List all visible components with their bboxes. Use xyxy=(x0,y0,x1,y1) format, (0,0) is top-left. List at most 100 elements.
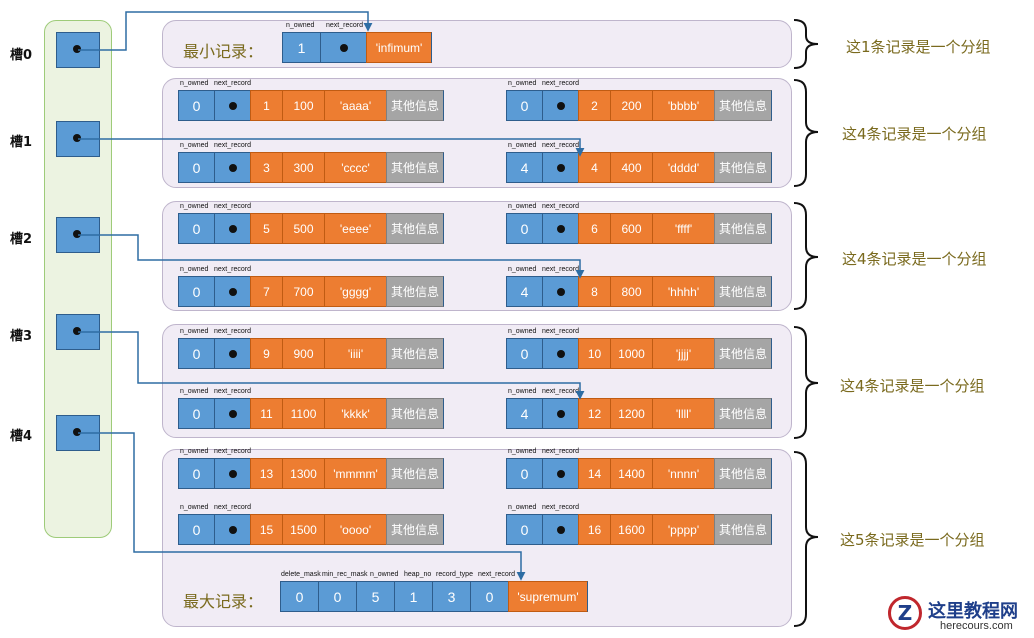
record-other-info: 其他信息 xyxy=(714,338,772,369)
record-num: 1400 xyxy=(610,458,652,489)
record-num: 400 xyxy=(610,152,652,183)
record-next-pointer xyxy=(542,90,578,121)
watermark-logo-icon: Z xyxy=(888,596,922,630)
watermark-text: 这里教程网 xyxy=(928,601,1018,622)
record-n-owned: 0 xyxy=(506,514,542,545)
record-num: 600 xyxy=(610,213,652,244)
record-str: 'bbbb' xyxy=(652,90,714,121)
next-record-header: next_record xyxy=(214,142,251,149)
slot-3 xyxy=(56,314,100,350)
record-other-info: 其他信息 xyxy=(714,514,772,545)
record-id: 14 xyxy=(578,458,610,489)
record-str: 'dddd' xyxy=(652,152,714,183)
n-owned-header: n_owned xyxy=(180,388,209,395)
record-n-owned: 0 xyxy=(506,213,542,244)
record-num: 1500 xyxy=(282,514,324,545)
supremum-heap-no: 1 xyxy=(394,581,432,612)
record-n-owned: 4 xyxy=(506,398,542,429)
record-n-owned: 4 xyxy=(506,152,542,183)
record-str: 'ffff' xyxy=(652,213,714,244)
record-n-owned: 0 xyxy=(178,398,214,429)
supremum-delete-mask: 0 xyxy=(280,581,318,612)
slot-2 xyxy=(56,217,100,253)
brace-4 xyxy=(793,451,819,627)
infimum-value: 'infimum' xyxy=(366,32,432,63)
record-next-pointer xyxy=(542,152,578,183)
n-owned-header: n_owned xyxy=(508,80,537,87)
record-str: 'gggg' xyxy=(324,276,386,307)
record-id: 12 xyxy=(578,398,610,429)
record-num: 1200 xyxy=(610,398,652,429)
record-id: 5 xyxy=(250,213,282,244)
group-label-2: 这4条记录是一个分组 xyxy=(842,250,987,268)
next-record-header: next_record xyxy=(542,328,579,335)
n-owned-header: n_owned xyxy=(180,328,209,335)
slot-directory xyxy=(44,20,112,538)
infimum-n-owned-header: n_owned xyxy=(286,22,315,29)
slot-label-3: 槽3 xyxy=(10,329,33,344)
group-label-1: 这4条记录是一个分组 xyxy=(842,125,987,143)
record-str: 'pppp' xyxy=(652,514,714,545)
supremum-value: 'supremum' xyxy=(508,581,588,612)
supremum-header-record-type: record_type xyxy=(436,571,473,578)
supremum-n-owned: 5 xyxy=(356,581,394,612)
record-other-info: 其他信息 xyxy=(714,398,772,429)
next-record-header: next_record xyxy=(542,142,579,149)
record-next-pointer xyxy=(214,152,250,183)
record-other-info: 其他信息 xyxy=(386,398,444,429)
record-id: 2 xyxy=(578,90,610,121)
record-num: 700 xyxy=(282,276,324,307)
n-owned-header: n_owned xyxy=(180,504,209,511)
slot-4 xyxy=(56,415,100,451)
record-str: 'jjjj' xyxy=(652,338,714,369)
supremum-header-n-owned: n_owned xyxy=(370,571,399,578)
record-other-info: 其他信息 xyxy=(386,152,444,183)
record-str: 'cccc' xyxy=(324,152,386,183)
record-num: 1300 xyxy=(282,458,324,489)
record-next-pointer xyxy=(214,458,250,489)
record-id: 3 xyxy=(250,152,282,183)
record-next-pointer xyxy=(542,276,578,307)
n-owned-header: n_owned xyxy=(508,504,537,511)
supremum-min-rec-mask: 0 xyxy=(318,581,356,612)
brace-0 xyxy=(793,19,819,69)
n-owned-header: n_owned xyxy=(180,203,209,210)
supremum-header-heap-no: heap_no xyxy=(404,571,432,578)
infimum-next-pointer xyxy=(320,32,366,63)
record-n-owned: 0 xyxy=(178,152,214,183)
record-other-info: 其他信息 xyxy=(386,276,444,307)
n-owned-header: n_owned xyxy=(508,266,537,273)
group-label-4: 这5条记录是一个分组 xyxy=(840,531,985,549)
record-id: 9 xyxy=(250,338,282,369)
record-num: 100 xyxy=(282,90,324,121)
record-n-owned: 0 xyxy=(178,276,214,307)
n-owned-header: n_owned xyxy=(508,142,537,149)
n-owned-header: n_owned xyxy=(508,328,537,335)
slot-label-1: 槽1 xyxy=(10,135,33,150)
record-other-info: 其他信息 xyxy=(714,276,772,307)
supremum-header-min-rec-mask: min_rec_mask xyxy=(322,571,368,578)
brace-3 xyxy=(793,326,819,439)
record-n-owned: 4 xyxy=(506,276,542,307)
next-record-header: next_record xyxy=(214,448,251,455)
record-str: 'kkkk' xyxy=(324,398,386,429)
record-num: 500 xyxy=(282,213,324,244)
record-next-pointer xyxy=(542,398,578,429)
infimum-n-owned: 1 xyxy=(282,32,320,63)
record-n-owned: 0 xyxy=(178,338,214,369)
record-num: 800 xyxy=(610,276,652,307)
record-other-info: 其他信息 xyxy=(714,152,772,183)
record-str: 'aaaa' xyxy=(324,90,386,121)
record-n-owned: 0 xyxy=(178,514,214,545)
record-next-pointer xyxy=(214,514,250,545)
record-num: 200 xyxy=(610,90,652,121)
group-label-3: 这4条记录是一个分组 xyxy=(840,377,985,395)
n-owned-header: n_owned xyxy=(180,80,209,87)
